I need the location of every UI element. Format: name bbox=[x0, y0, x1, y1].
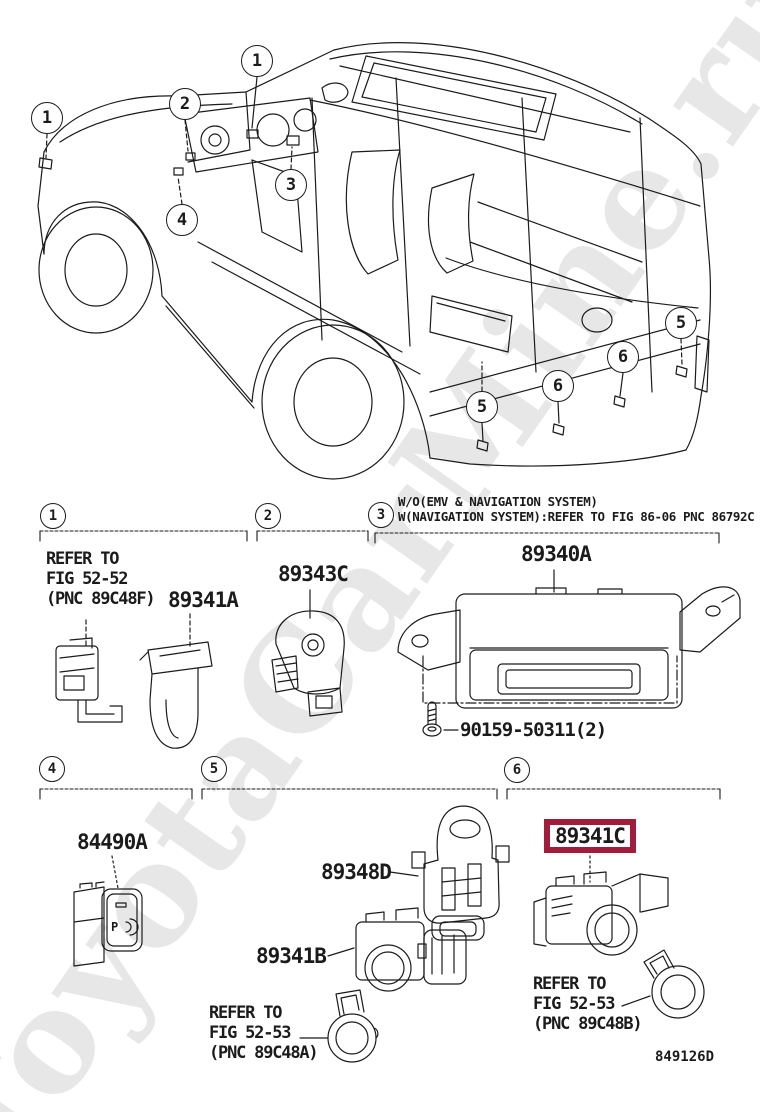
part-sensor-with-bracket bbox=[55, 637, 123, 723]
car-callout-2: 2 bbox=[169, 88, 201, 120]
part-89341C-drawing bbox=[533, 871, 669, 956]
screw-icon bbox=[422, 701, 442, 737]
car-illustration bbox=[37, 42, 712, 480]
callout-leader-lines bbox=[45, 76, 683, 442]
car-callout-4: 4 bbox=[166, 204, 198, 236]
car-callout-1-front: 1 bbox=[31, 102, 63, 134]
figure-doc-number: 849126D bbox=[655, 1049, 715, 1065]
car-callout-6-right: 6 bbox=[607, 341, 639, 373]
section-brackets bbox=[39, 530, 721, 800]
refer-note-fig5253-a: REFER TO FIG 52-53 (PNC 89C48A) bbox=[209, 1003, 319, 1063]
section-circle-6: 6 bbox=[504, 757, 530, 783]
part-89340A-drawing bbox=[397, 586, 741, 709]
part-89341A-drawing bbox=[139, 641, 213, 749]
car-callout-5-left: 5 bbox=[466, 391, 498, 423]
car-callout-6-left: 6 bbox=[542, 370, 574, 402]
retainer-ring-b-drawing bbox=[643, 949, 705, 1019]
part-89343C-drawing bbox=[271, 610, 345, 717]
part-number-84490A: 84490A bbox=[77, 830, 148, 854]
section-circle-4: 4 bbox=[39, 756, 65, 782]
switch-glyph-p: P bbox=[111, 920, 118, 934]
part-number-89341A: 89341A bbox=[168, 588, 239, 612]
section3-note-line1: W/O(EMV & NAVIGATION SYSTEM) bbox=[398, 494, 598, 509]
part-number-89340A: 89340A bbox=[521, 542, 592, 566]
refer-note-fig5252: REFER TO FIG 52-52 (PNC 89C48F) bbox=[46, 549, 156, 609]
part-number-89341B: 89341B bbox=[256, 944, 327, 968]
section3-note-line2: W(NAVIGATION SYSTEM):REFER TO FIG 86-06 … bbox=[398, 509, 755, 524]
section-circle-5: 5 bbox=[201, 756, 227, 782]
part-number-90159-50311: 90159-50311(2) bbox=[460, 719, 607, 741]
part-89341B-drawing bbox=[355, 907, 467, 992]
part-89348D-drawing bbox=[411, 805, 510, 941]
retainer-ring-a-drawing bbox=[327, 989, 379, 1063]
car-callout-5-right: 5 bbox=[665, 307, 697, 339]
section-circle-3: 3 bbox=[368, 502, 394, 528]
part-84490A-drawing: P bbox=[73, 881, 143, 967]
part-number-89348D: 89348D bbox=[321, 860, 392, 884]
refer-note-fig5253-b: REFER TO FIG 52-53 (PNC 89C48B) bbox=[533, 974, 643, 1034]
label-leader-lines bbox=[85, 569, 678, 1039]
part-number-89343C: 89343C bbox=[278, 562, 349, 586]
section-circle-1: 1 bbox=[40, 503, 66, 529]
section-circle-2: 2 bbox=[255, 503, 281, 529]
car-callout-1-top: 1 bbox=[241, 45, 273, 77]
highlighted-part-number-89341C: 89341C bbox=[544, 819, 636, 853]
car-callout-3: 3 bbox=[275, 169, 307, 201]
